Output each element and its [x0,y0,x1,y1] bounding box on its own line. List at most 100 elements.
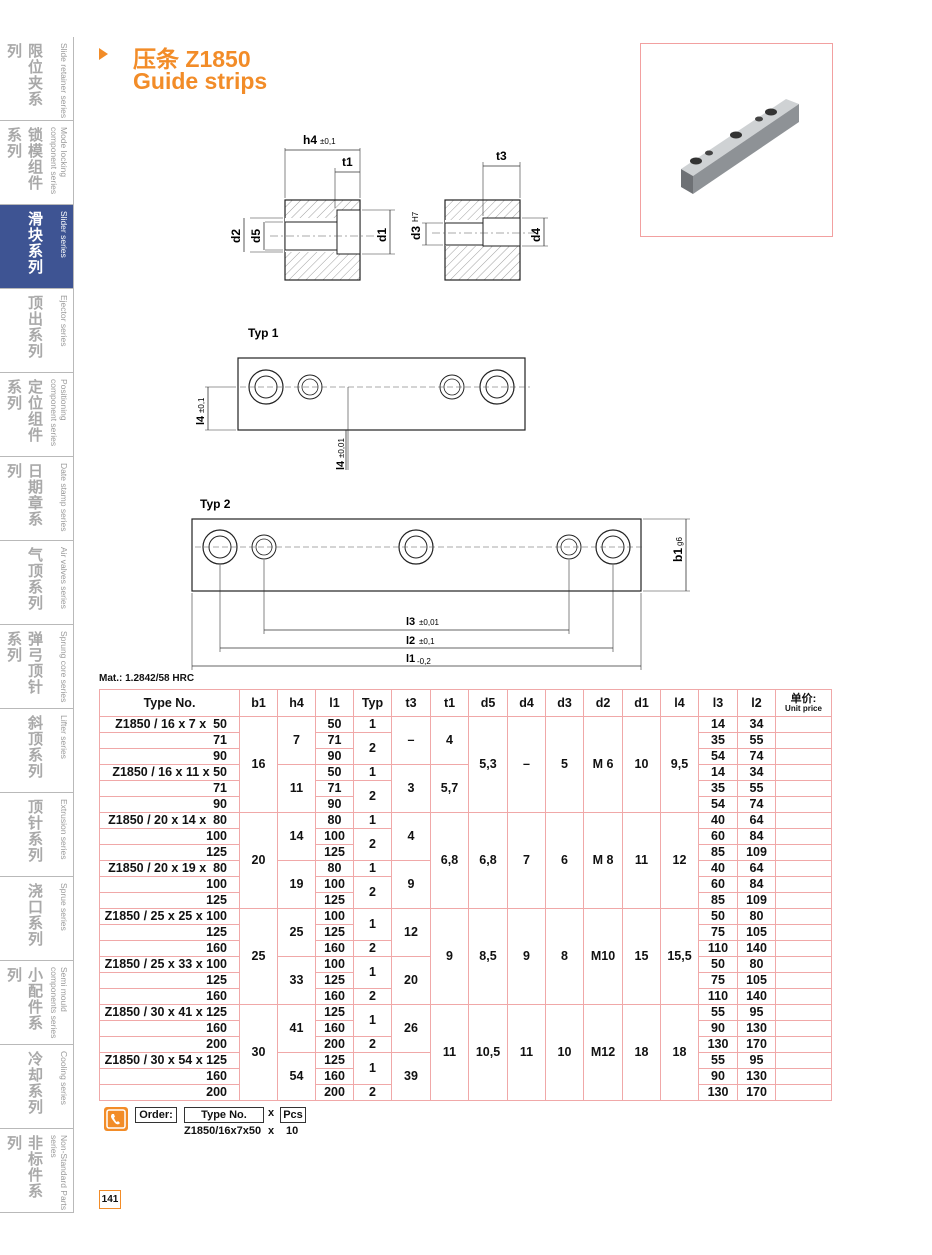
l1-cell: 80 [315,860,354,877]
unit-price-cell [775,844,832,861]
typ-cell: 2 [353,988,392,1005]
l4-cell: 15,5 [660,908,699,1005]
l1-cell: 160 [315,1068,354,1085]
l1-cell: 160 [315,988,354,1005]
type-no-cell: 71 [99,780,240,797]
l3-cell: 14 [698,716,738,733]
l2-cell: 34 [737,764,776,781]
sidebar-item-zh: 顶针系列 [26,799,44,863]
typ-cell: 1 [353,764,392,781]
d3-cell: 5 [545,716,584,813]
d4-cell: 11 [507,1004,546,1101]
type-no-cell: Z1850 / 16 x 11 x 50 [99,764,240,781]
table-row: Z1850 / 16 x 7 x 50 16 7 50 1 – 4 5,3 – … [99,716,832,813]
t3-cell: 26 [391,1004,431,1053]
unit-price-cell [775,764,832,781]
d3-cell: 6 [545,812,584,909]
t3-cell: 20 [391,956,431,1005]
sidebar-item-en: Sprung core series [59,631,69,703]
h4-cell: 11 [277,764,316,813]
typ-cell: 2 [353,940,392,957]
dim-l3: l3 [406,616,415,628]
sidebar-item-zh: 顶出系列 [26,295,44,359]
t3-cell: 39 [391,1052,431,1101]
l4-cell: 12 [660,812,699,909]
l3-cell: 130 [698,1084,738,1101]
unit-price-en: Unit price [785,703,822,713]
dim-l1: l1 [406,653,415,665]
material-note: Mat.: 1.2842/58 HRC [99,673,195,684]
l1-cell: 200 [315,1036,354,1053]
l3-cell: 14 [698,764,738,781]
sidebar-item-zh: 冷却系列 [26,1051,44,1115]
type-no-cell: 125 [99,844,240,861]
order-label: Order: [135,1107,177,1123]
l3-cell: 75 [698,972,738,989]
typ1-top-view: Typ 1 l4 ±0,1 l4 ±0,01 [195,326,530,470]
type-no-cell: 160 [99,940,240,957]
dim-d5: d5 [249,229,263,243]
h4-cell: 41 [277,1004,316,1053]
sidebar-item-en: Cooling series [59,1051,69,1105]
sidebar-item-cooling[interactable]: 冷却系列 Cooling series [0,1045,74,1129]
t3-cell: 4 [391,812,431,861]
phone-order-icon [104,1107,128,1131]
dim-t1: t1 [342,155,353,169]
l1-cell: 160 [315,940,354,957]
unit-price-cell [775,796,832,813]
type-no-cell: 200 [99,1084,240,1101]
l1-cell: 50 [315,716,354,733]
l1-cell: 160 [315,1020,354,1037]
unit-price-cell [775,972,832,989]
dim-d3: d3 [409,226,423,240]
sidebar-item-en: Lifter series [59,715,69,759]
l2-cell: 34 [737,716,776,733]
d5-cell: 10,5 [468,1004,508,1101]
d4-cell: 7 [507,812,546,909]
t3-cell: 12 [391,908,431,957]
dim-l4-typ1-b: l4 [335,460,347,470]
sidebar-item-zh: 限位夹系列 [5,43,44,107]
sidebar-item-en: Slider series [59,211,69,258]
l3-cell: 60 [698,828,738,845]
technical-drawing: h4 ±0,1 t1 d2 d5 d1 t3 d3 H7 d4 Typ 1 [191,133,690,670]
typ-cell: 1 [353,1052,392,1085]
type-no-cell: Z1850 / 25 x 33 x 100 [99,956,240,973]
col-header: Typ [353,689,392,717]
dim-b1: b1 [671,548,685,562]
dim-t3: t3 [496,149,507,163]
table-row: Z1850 / 20 x 14 x 80 20 14 80 1 4 6,8 6,… [99,812,832,909]
l4-cell: 18 [660,1004,699,1101]
type-no-cell: 90 [99,748,240,765]
type-no-cell: 125 [99,892,240,909]
l3-cell: 55 [698,1004,738,1021]
product-photo [640,43,833,237]
b1-cell: 30 [239,1004,278,1101]
unit-price-cell [775,828,832,845]
l1-cell: 125 [315,892,354,909]
l2-cell: 109 [737,892,776,909]
dim-l2: l2 [406,635,415,647]
d2-cell: M 8 [583,812,623,909]
sidebar-item-zh: 定位组件系列 [5,379,44,443]
l2-cell: 64 [737,812,776,829]
l3-cell: 85 [698,892,738,909]
d2-cell: M12 [583,1004,623,1101]
page-title-en: Guide strips [133,68,268,94]
sidebar-item-en: Positioning component series [49,379,69,447]
h4-cell: 25 [277,908,316,957]
b1-cell: 16 [239,716,278,813]
